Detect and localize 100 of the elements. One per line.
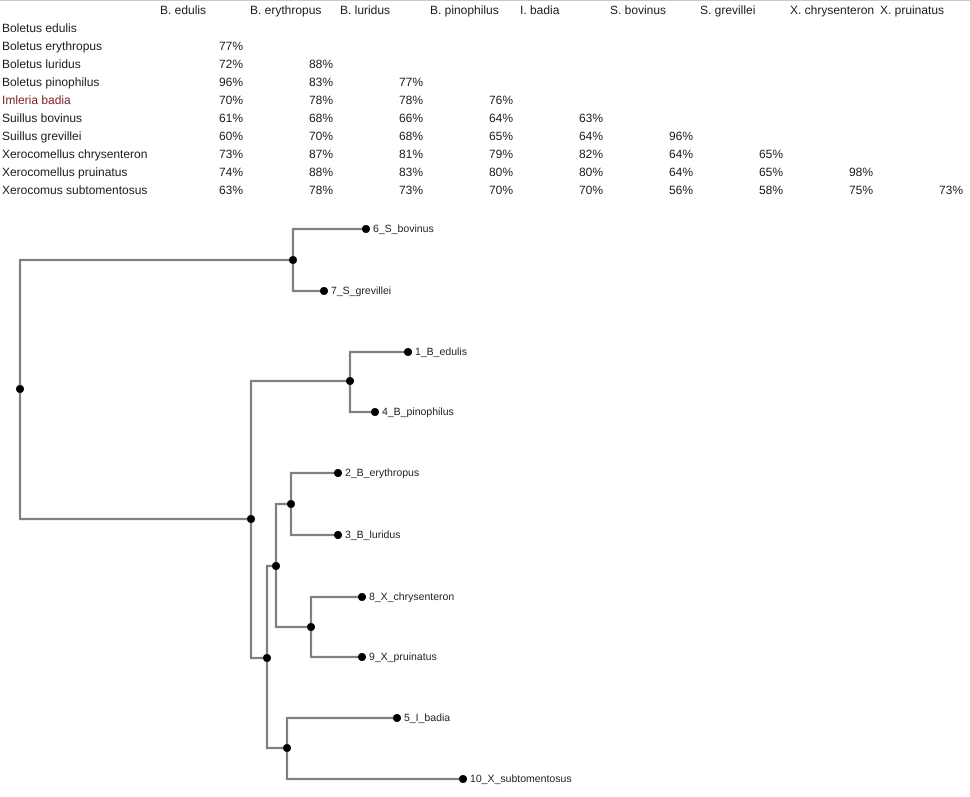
column-header: X. pruinatus	[880, 2, 944, 19]
similarity-value: 63%	[218, 182, 243, 199]
leaf-label: 10_X_subtomentosus	[467, 772, 572, 786]
similarity-value: 83%	[398, 164, 423, 181]
similarity-value: 68%	[398, 128, 423, 145]
similarity-value: 79%	[488, 146, 513, 163]
tree-branch	[18, 258, 289, 385]
tree-branch	[290, 508, 342, 539]
branch-node	[247, 515, 255, 523]
species-name: Boletus luridus	[2, 56, 81, 73]
column-header: B. pinophilus	[430, 2, 499, 19]
similarity-value: 72%	[218, 56, 243, 73]
branch-node	[289, 256, 297, 264]
leaf-label: 1_B_edulis	[412, 345, 467, 359]
similarity-value: 65%	[758, 146, 783, 163]
leaf-label: 8_X_chrysenteron	[366, 590, 454, 604]
column-header: S. grevillei	[700, 2, 756, 19]
branch-node	[307, 623, 315, 631]
branch-node	[263, 654, 271, 662]
similarity-value: 70%	[578, 182, 603, 199]
species-name: Suillus bovinus	[2, 110, 82, 127]
tree-branch	[310, 593, 366, 623]
similarity-value: 82%	[578, 146, 603, 163]
column-header: I. badia	[520, 2, 560, 19]
similarity-value: 70%	[308, 128, 333, 145]
similarity-value: 87%	[308, 146, 333, 163]
branch-node	[346, 377, 354, 385]
similarity-value: 88%	[308, 164, 333, 181]
species-name: Boletus edulis	[2, 20, 77, 37]
species-name: Suillus grevillei	[2, 128, 82, 145]
similarity-value: 64%	[668, 164, 693, 181]
tree-branch	[292, 264, 328, 295]
leaf-label: 9_X_pruinatus	[366, 650, 437, 664]
similarity-value: 58%	[758, 182, 783, 199]
similarity-value: 78%	[308, 92, 333, 109]
similarity-value: 88%	[308, 56, 333, 73]
similarity-value: 75%	[848, 182, 873, 199]
leaf-label: 5_I_badia	[401, 711, 450, 725]
tree-branch	[348, 385, 379, 416]
species-name: Boletus erythropus	[2, 38, 102, 55]
branch-node	[16, 385, 24, 393]
similarity-value: 80%	[488, 164, 513, 181]
similarity-value: 80%	[578, 164, 603, 181]
branch-node	[272, 562, 280, 570]
leaf-label: 6_S_bovinus	[370, 222, 434, 236]
species-name: Imleria badia	[2, 92, 71, 109]
tree-branch	[286, 714, 401, 744]
similarity-value: 73%	[218, 146, 243, 163]
tree-branch	[290, 469, 342, 500]
tree-branch	[18, 393, 247, 520]
branch-node	[283, 744, 291, 752]
similarity-value: 77%	[398, 74, 423, 91]
similarity-value: 98%	[848, 164, 873, 181]
similarity-value: 74%	[218, 164, 243, 181]
tree-branch	[266, 662, 283, 750]
tree-branch	[292, 225, 370, 256]
similarity-value: 73%	[398, 182, 423, 199]
similarity-value: 96%	[218, 74, 243, 91]
similarity-value: 56%	[668, 182, 693, 199]
column-header: B. erythropus	[250, 2, 322, 19]
similarity-value: 60%	[218, 128, 243, 145]
column-header: X. chrysenteron	[790, 2, 874, 19]
similarity-value: 63%	[578, 110, 603, 127]
similarity-value: 61%	[218, 110, 243, 127]
similarity-value: 83%	[308, 74, 333, 91]
similarity-value: 64%	[488, 110, 513, 127]
column-header: B. luridus	[340, 2, 390, 19]
similarity-value: 78%	[308, 182, 333, 199]
similarity-value: 70%	[218, 92, 243, 109]
similarity-value: 68%	[308, 110, 333, 127]
branch-node	[287, 500, 295, 508]
leaf-label: 2_B_erythropus	[342, 466, 420, 480]
similarity-value: 64%	[578, 128, 603, 145]
tree-branch	[348, 348, 412, 377]
leaf-label: 4_B_pinophilus	[379, 405, 454, 419]
species-name: Xerocomellus chrysenteron	[2, 146, 148, 163]
similarity-value: 76%	[488, 92, 513, 109]
column-header: B. edulis	[160, 2, 206, 19]
tree-branch	[266, 564, 272, 654]
species-name: Xerocomellus pruinatus	[2, 164, 128, 181]
similarity-value: 77%	[218, 38, 243, 55]
similarity-value: 64%	[668, 146, 693, 163]
species-name: Boletus pinophilus	[2, 74, 100, 91]
similarity-value: 65%	[488, 128, 513, 145]
similarity-value: 96%	[668, 128, 693, 145]
tree-branch	[250, 380, 346, 515]
leaf-label: 7_S_grevillei	[328, 284, 392, 298]
tree-branch	[310, 631, 366, 661]
column-header: S. bovinus	[610, 2, 666, 19]
tree-branch	[274, 502, 287, 562]
similarity-value: 78%	[398, 92, 423, 109]
similarity-value: 73%	[938, 182, 963, 199]
similarity-value: 81%	[398, 146, 423, 163]
tree-branch	[274, 570, 307, 628]
similarity-value: 70%	[488, 182, 513, 199]
similarity-value: 65%	[758, 164, 783, 181]
species-name: Xerocomus subtomentosus	[2, 182, 148, 199]
tree-branch	[286, 752, 467, 783]
similarity-value: 66%	[398, 110, 423, 127]
leaf-label: 3_B_luridus	[342, 528, 400, 542]
